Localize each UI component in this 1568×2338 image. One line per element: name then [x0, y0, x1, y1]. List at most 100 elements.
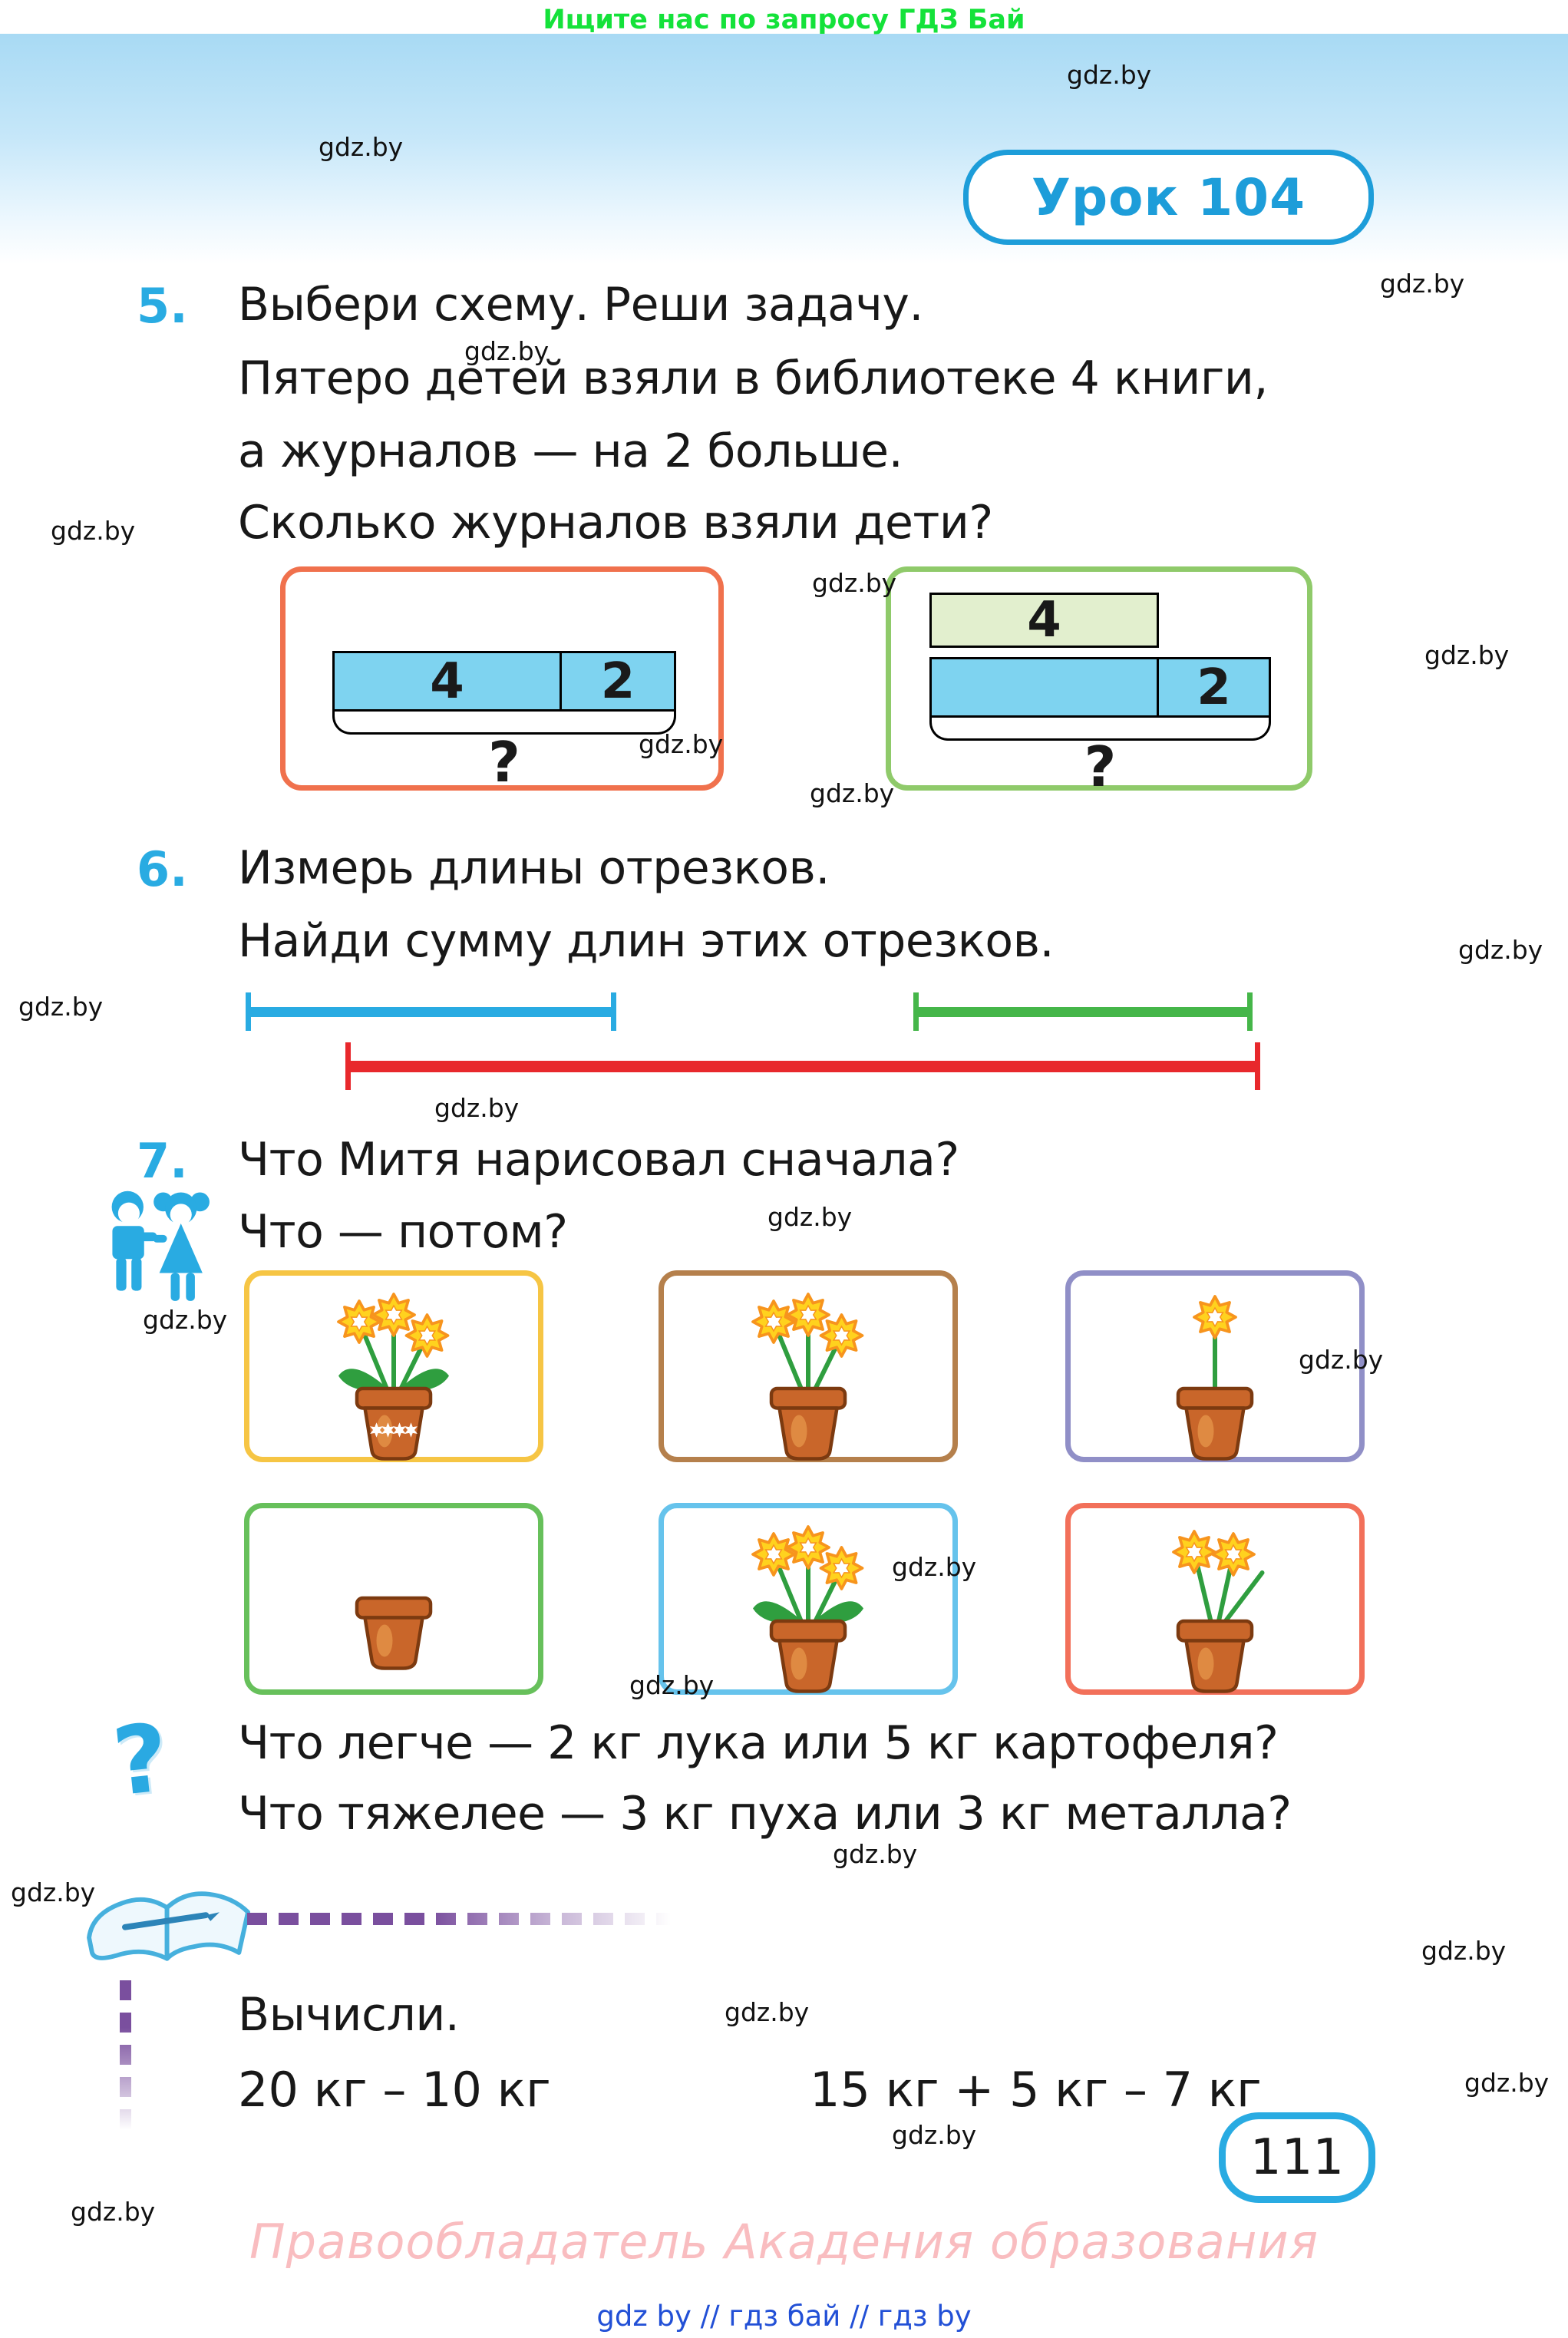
flower-icon [786, 1292, 830, 1337]
flower-icon [1211, 1531, 1256, 1577]
flower-card [659, 1270, 958, 1462]
watermark: gdz.by [1421, 1936, 1507, 1966]
watermark: gdz.by [143, 1305, 228, 1335]
flower-pot-image [1172, 1529, 1265, 1693]
watermark: gdz.by [18, 992, 104, 1022]
segment-endpoint [913, 992, 919, 1031]
flower-icon [1172, 1529, 1216, 1574]
flower-card [244, 1270, 543, 1462]
flower-icon [404, 1313, 450, 1358]
watermark: gdz.by [812, 568, 897, 598]
task6-line1: Измерь длины отрезков. [238, 841, 830, 895]
footer-links: gdz by // гдз бай // гдз by [596, 2300, 972, 2333]
scheme-right-question: ? [1084, 735, 1117, 799]
question-line2: Что тяжелее — 3 кг пуха или 3 кг металла… [238, 1787, 1292, 1841]
pot-icon [355, 1596, 433, 1670]
flower-icon [786, 1524, 830, 1570]
task7-line1: Что Митя нарисовал сначала? [238, 1133, 959, 1187]
flower-icon [337, 1299, 381, 1344]
task5-line4: Сколько журналов взяли дети? [238, 496, 993, 550]
scheme-right-topbox: 4 [929, 592, 1159, 649]
notebook-icon [87, 1891, 250, 1961]
segment-endpoint [611, 992, 616, 1031]
flower-card [1065, 1503, 1365, 1695]
pot-icon [355, 1386, 433, 1461]
leaf-icon [397, 1368, 449, 1392]
flower-pot-image [355, 1596, 433, 1670]
pot-icon [1176, 1619, 1254, 1693]
watermark: gdz.by [71, 2197, 156, 2227]
pot-icon [769, 1619, 847, 1693]
children-icon [111, 1190, 210, 1301]
watermark: gdz.by [1380, 269, 1465, 299]
compute-expr1: 20 кг – 10 кг [238, 2062, 551, 2118]
watermark: gdz.by [319, 132, 404, 162]
dashed-line-vertical [120, 1980, 131, 2138]
page-number-badge: 111 [1219, 2112, 1375, 2203]
red-segment [345, 1042, 1260, 1090]
flower-stem [1220, 1570, 1265, 1628]
segment-line [919, 1006, 1247, 1017]
scheme-left-part1: 4 [332, 651, 562, 712]
flower-pot-image [337, 1292, 450, 1461]
flower-icon [819, 1313, 864, 1358]
watermark: gdz.by [1464, 2068, 1550, 2098]
scheme-left: 4 2 ? [280, 566, 724, 794]
watermark: gdz.by [51, 516, 136, 546]
scheme-left-question: ? [488, 730, 520, 794]
leaf-icon [338, 1368, 391, 1392]
dashed-line-horizontal [247, 1913, 708, 1925]
task7-line2: Что — потом? [238, 1205, 568, 1259]
scheme-left-bar: 4 2 [332, 651, 676, 712]
flower-icon [819, 1545, 864, 1590]
flower-icon [751, 1531, 796, 1577]
leaf-icon [811, 1600, 863, 1624]
watermark: gdz.by [833, 1839, 918, 1869]
compute-title: Вычисли. [238, 1988, 460, 2042]
lesson-badge: Урок 104 [963, 150, 1374, 245]
flower-pot-image [751, 1292, 864, 1461]
task7-number: 7. [137, 1133, 188, 1189]
watermark: gdz.by [892, 2120, 977, 2150]
flower-icon [1193, 1294, 1237, 1339]
green-segment [913, 992, 1253, 1031]
pot-decor-flower [404, 1422, 418, 1438]
watermark: gdz.by [1458, 935, 1543, 965]
watermark: gdz.by [1067, 60, 1152, 90]
segment-endpoint [345, 1042, 351, 1090]
flower-card [244, 1503, 543, 1695]
promo-text: Ищите нас по запросу ГДЗ Бай [543, 5, 1025, 35]
task6-line2: Найди сумму длин этих отрезков. [238, 914, 1055, 968]
blue-segment [246, 992, 616, 1031]
watermark: gdz.by [767, 1202, 853, 1232]
pot-decor-flower [393, 1422, 406, 1438]
watermark: gdz.by [892, 1552, 977, 1582]
flower-card [659, 1503, 958, 1695]
watermark: gdz.by [464, 336, 550, 366]
scheme-left-part2: 2 [562, 651, 676, 712]
task6-number: 6. [137, 841, 188, 897]
pot-decor-flower [370, 1422, 383, 1438]
question-mark-icon: ? [107, 1702, 174, 1818]
flower-icon [751, 1299, 796, 1344]
scheme-right-part2: 2 [1159, 657, 1271, 718]
watermark: gdz.by [1424, 640, 1510, 670]
copyright-text: Правообладатель Акадения образования [249, 2214, 1319, 2270]
scheme-right-bracket [929, 718, 1271, 741]
segment-endpoint [1255, 1042, 1260, 1090]
segment-endpoint [246, 992, 251, 1031]
watermark: gdz.by [810, 778, 895, 808]
segment-endpoint [1247, 992, 1253, 1031]
scheme-right: 4 2 ? [886, 566, 1312, 799]
segment-line [251, 1006, 611, 1017]
flower-pot-image [1176, 1294, 1254, 1461]
task5-line3: а журналов — на 2 больше. [238, 424, 903, 478]
watermark: gdz.by [629, 1670, 715, 1700]
watermark: gdz.by [639, 729, 724, 759]
scheme-left-bracket [332, 712, 676, 735]
question-line1: Что легче — 2 кг лука или 5 кг картофеля… [238, 1716, 1279, 1770]
watermark: gdz.by [11, 1877, 96, 1907]
task5-number: 5. [137, 278, 188, 334]
task5-line2: Пятеро детей взяли в библиотеке 4 книги, [238, 352, 1268, 405]
